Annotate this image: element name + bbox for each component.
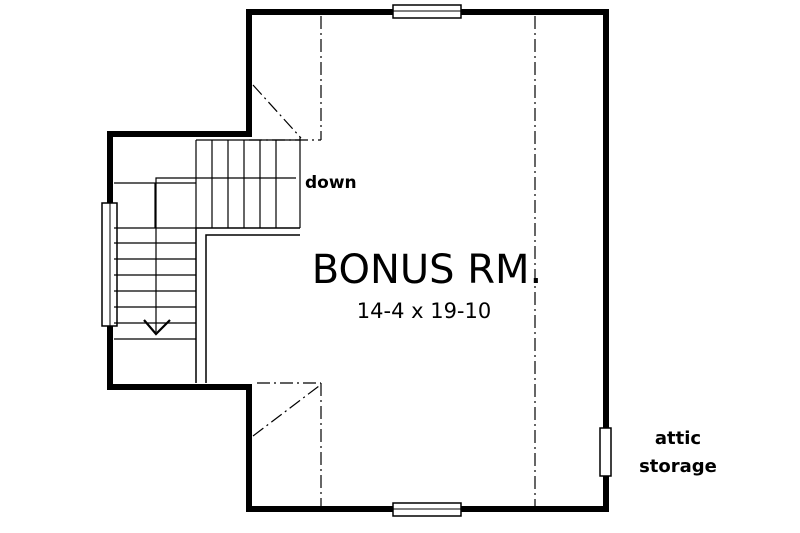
wall-outline: [107, 9, 609, 512]
window-bottom: [392, 502, 462, 517]
room-name: BONUS RM.: [312, 247, 543, 293]
stair-direction-arrow: [143, 177, 296, 336]
exterior-walls: [107, 9, 609, 512]
stair-lower-run: [114, 242, 196, 340]
attic-label-line1: attic: [655, 428, 701, 449]
dormer-line-bottom-diag: [252, 385, 320, 437]
dormer-line-top-diag: [252, 84, 302, 139]
attic-label-line2: storage: [639, 456, 717, 477]
stair-upper-run: [195, 137, 301, 228]
stair-landing: [114, 182, 196, 229]
attic-access-door: [599, 427, 612, 477]
room-dimensions: 14-4 x 19-10: [357, 299, 491, 323]
window-top: [392, 4, 462, 19]
window-left: [101, 202, 118, 327]
stair-down-label: down: [305, 173, 357, 193]
stair-partition-wall: [195, 227, 300, 383]
